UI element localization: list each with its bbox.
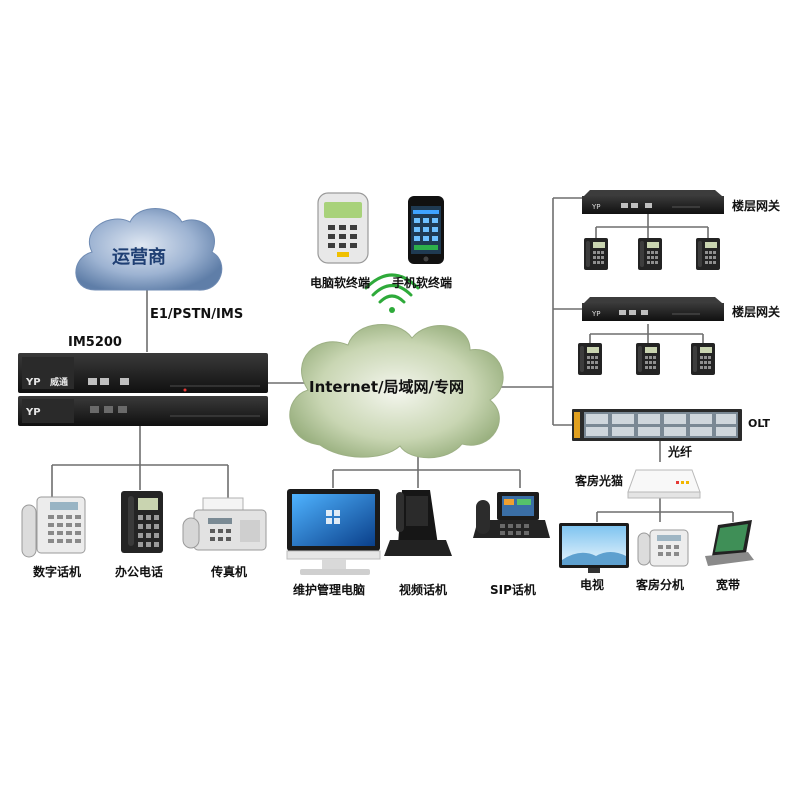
connection-lines: [51, 197, 734, 522]
carrier-cloud: [75, 208, 223, 291]
floor-gateway-2-label: 楼层网关: [732, 305, 781, 319]
broadband-label: 宽带: [716, 578, 741, 592]
carrier-cloud-label: 运营商: [112, 247, 166, 268]
management-pc-label: 维护管理电脑: [293, 583, 366, 597]
fax-machine-label: 传真机: [211, 565, 248, 579]
sip-phone-label: SIP话机: [490, 583, 536, 597]
svg-text:YP: YP: [25, 377, 41, 388]
video-phone-label: 视频话机: [399, 583, 448, 597]
video-phone-icon: [384, 490, 452, 556]
room-extension-phone-icon: [637, 529, 689, 567]
svg-text:YP: YP: [25, 407, 41, 418]
room-extension-label: 客房分机: [636, 578, 685, 592]
wifi-icon: [364, 273, 420, 313]
trunk-label: E1/PSTN/IMS: [150, 307, 244, 322]
floor-gateway-1: YP: [582, 190, 724, 214]
pbx-device: YP YP: [18, 353, 268, 426]
pc-softphone-label: 电脑软终端: [310, 276, 371, 290]
pbx-brand-label: 威通: [50, 378, 69, 388]
onu-label: 客房光猫: [575, 474, 624, 488]
mobile-softphone-label: 手机软终端: [392, 276, 453, 290]
floor-gateway-2: YP: [582, 297, 724, 321]
internet-cloud-label: Internet/局域网/专网: [309, 378, 464, 396]
tv-label: 电视: [580, 578, 605, 592]
digital-phone-label: 数字话机: [33, 565, 82, 579]
svg-text:YP: YP: [591, 203, 601, 211]
tv-icon: [559, 523, 629, 573]
floor-desk-phone-icon: [578, 343, 602, 375]
floor-desk-phone-icon: [638, 238, 662, 270]
fiber-label: 光纤: [668, 445, 693, 459]
floor-desk-phone-icon: [584, 238, 608, 270]
olt-device: [572, 409, 742, 441]
internet-cloud: [289, 324, 504, 459]
fax-machine-icon: [182, 497, 267, 551]
pbx-model-label: IM5200: [68, 335, 122, 350]
digital-phone-icon: [21, 496, 86, 558]
olt-label: OLT: [748, 417, 771, 430]
floor-desk-phone-icon: [636, 343, 660, 375]
office-phone-label: 办公电话: [115, 565, 164, 579]
onu-device: [627, 469, 701, 499]
svg-text:YP: YP: [591, 310, 601, 318]
floor-desk-phone-icon: [696, 238, 720, 270]
pc-softphone-icon: [317, 192, 369, 264]
floor-phones: [578, 238, 720, 375]
office-phone-icon: [121, 491, 163, 553]
sip-phone-icon: [473, 492, 550, 538]
laptop-icon: [705, 520, 754, 566]
management-pc-icon: [286, 489, 381, 575]
floor-gateway-1-label: 楼层网关: [732, 199, 781, 213]
mobile-softphone-icon: [408, 196, 444, 264]
floor-desk-phone-icon: [691, 343, 715, 375]
